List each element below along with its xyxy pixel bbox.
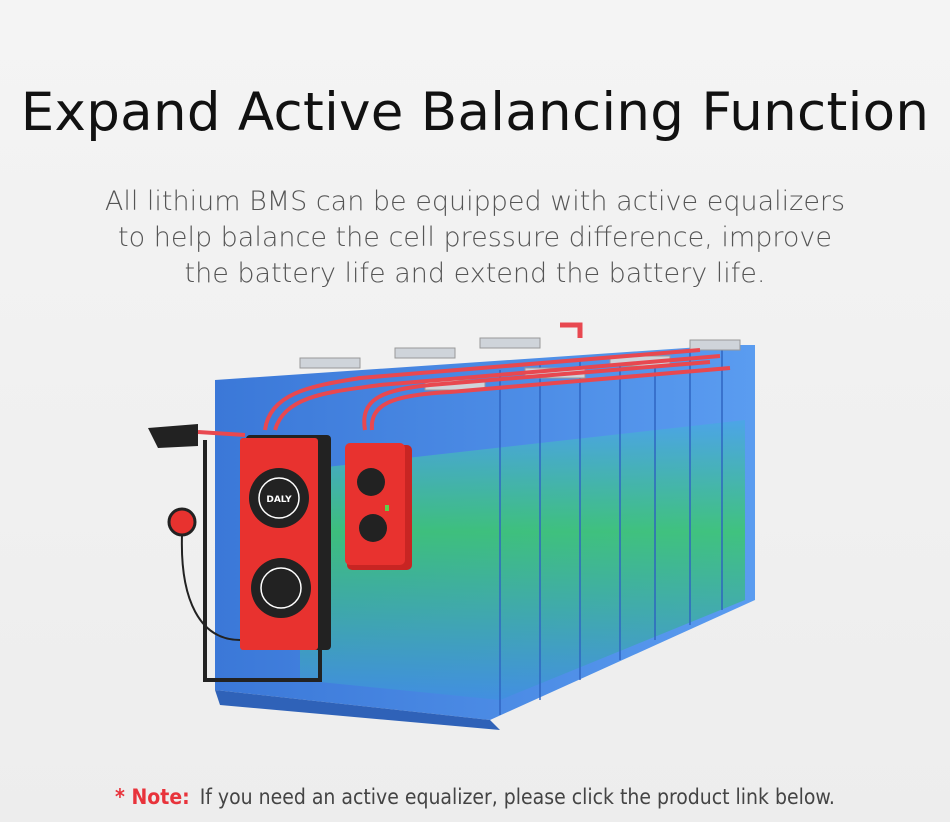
- note-text: If you need an active equalizer, please …: [199, 785, 835, 809]
- equalizer-note[interactable]: * Note: If you need an active equalizer, …: [0, 785, 950, 809]
- balance-cables: [263, 322, 731, 431]
- page-title: Expand Active Balancing Function: [20, 82, 930, 143]
- bms-board-large: DALY: [240, 435, 331, 650]
- subtitle-line: to help balance the cell pressure differ…: [118, 222, 832, 253]
- svg-text:DALY: DALY: [266, 495, 292, 505]
- subtitle-line: the battery life and extend the battery …: [184, 258, 766, 289]
- note-label: * Note:: [115, 785, 190, 809]
- subtitle: All lithium BMS can be equipped with act…: [0, 184, 950, 292]
- power-plug-icon[interactable]: [148, 424, 322, 682]
- active-equalizer-board: [345, 443, 412, 570]
- switch-button-icon[interactable]: [167, 507, 241, 641]
- subtitle-line: All lithium BMS can be equipped with act…: [104, 186, 846, 217]
- battery-pack-illustration: DALY: [148, 322, 755, 730]
